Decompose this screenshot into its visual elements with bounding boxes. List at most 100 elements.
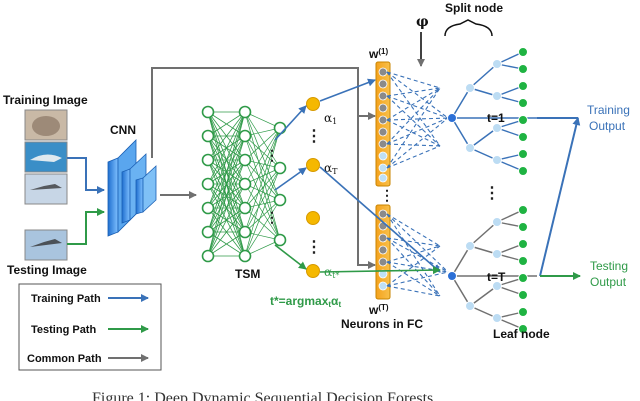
tsm-network: ⋮⋮ (201, 105, 287, 263)
tree-edge (451, 87, 471, 119)
testing-output-l2: Output (590, 275, 627, 289)
tsm-edge-1 (207, 207, 246, 257)
split-node (492, 123, 502, 133)
common-path-to-fc-T (357, 116, 376, 269)
tsm-node-hidden (238, 129, 252, 143)
leaf-node (518, 47, 528, 57)
fc-to-split-dashed (386, 87, 441, 145)
t1-label: t=1 (487, 111, 505, 125)
training-output-l1: Training (587, 103, 630, 117)
leaf-node (518, 81, 528, 91)
tsm-edge-2 (244, 127, 281, 209)
tsm-node-input (201, 201, 215, 215)
tsm-edge-2 (244, 127, 281, 233)
alpha-tstar-to-tree (319, 266, 441, 275)
common-path-to-fc (151, 67, 376, 158)
tree-edge (451, 275, 471, 307)
split-node-root (447, 271, 457, 281)
legend-common-label: Common Path (27, 353, 102, 365)
cnn-layer-2 (121, 168, 131, 224)
tsm-dots-2: ⋮ (265, 209, 279, 225)
tree-edge (469, 127, 498, 149)
tsm-edge-2 (244, 167, 281, 257)
leaf-node (518, 205, 528, 215)
tsm-edge-1 (207, 111, 246, 185)
split-node (492, 91, 502, 101)
tsm-edge-2 (244, 127, 281, 257)
testing-image-arrow (67, 208, 105, 245)
tsm-edge-1 (207, 111, 246, 209)
leaf-node-label: Leaf node (493, 327, 550, 341)
fc-neuron (378, 209, 388, 219)
split-node (465, 143, 475, 153)
fc-neuron (378, 139, 388, 149)
tsm-edge-1 (207, 183, 246, 257)
split-node-brace (444, 19, 493, 37)
split-node-label: Split node (445, 1, 503, 15)
fc-to-split-dashed (386, 237, 441, 297)
tT-label: t=T (487, 270, 506, 284)
fc-to-split-dashed (386, 271, 449, 287)
fc-to-split-dashed (386, 143, 441, 147)
alpha-1-node (306, 97, 320, 111)
alpha-nodes: ⋮ ⋮ (306, 97, 322, 278)
tree-edge (451, 245, 471, 277)
leaf-node (518, 64, 528, 74)
training-images (24, 109, 68, 205)
shark-shape (30, 154, 62, 162)
tree-dots: ⋮ (484, 185, 500, 202)
fc-neuron (378, 163, 388, 173)
training-output-l2: Output (589, 119, 626, 133)
alpha-extra-node (306, 211, 320, 225)
tsm-node-hidden (238, 249, 252, 263)
testing-image (24, 229, 68, 261)
leaf-node (518, 290, 528, 300)
tree-edge (451, 117, 471, 149)
tsm-edge-2 (244, 111, 281, 129)
fc-neuron (378, 127, 388, 137)
fc-to-split-dashed (386, 71, 449, 119)
split-node (492, 155, 502, 165)
wT-label: w(T) (368, 303, 389, 317)
tsm-node-input (201, 105, 215, 119)
alpha-tstar-node (306, 264, 320, 278)
fc-to-split-dashed (386, 87, 441, 169)
fc-neuron (378, 257, 388, 267)
legend: Training Path Testing Path Common Path (18, 283, 162, 371)
alpha-dots-2: ⋮ (306, 239, 322, 256)
fc-to-split-dashed (386, 145, 441, 169)
tsm-edge-2 (244, 127, 281, 161)
fc-dots: ⋮ (380, 187, 394, 203)
cnn-label: CNN (110, 123, 136, 137)
fc-to-split-dashed (386, 117, 449, 169)
tree-edge (469, 285, 498, 307)
fc-to-split-dashed (386, 95, 441, 147)
fc-neuron (378, 173, 388, 183)
training-image-arrow (67, 157, 105, 194)
cat-face (32, 116, 60, 136)
tsm-edge-1 (207, 231, 246, 257)
fc-to-split-dashed (386, 213, 441, 247)
w1-label: w(1) (368, 47, 388, 61)
tsm-edge-1 (207, 111, 246, 233)
fc-neuron (378, 67, 388, 77)
phi-symbol: φ (416, 14, 429, 30)
tsm-node-output (273, 161, 287, 175)
tsm-node-input (201, 153, 215, 167)
tsm-node-output (273, 121, 287, 135)
alpha-T-node (306, 158, 320, 172)
tsm-node-input (201, 249, 215, 263)
split-node (492, 59, 502, 69)
tree-T-to-training-output (539, 117, 581, 277)
tsm-node-input (201, 129, 215, 143)
alpha-1-to-fc (319, 78, 376, 102)
tsm-dots-1: ⋮ (265, 147, 279, 163)
fc-neuron (378, 79, 388, 89)
leaf-node (518, 324, 528, 334)
leaf-node (518, 222, 528, 232)
training-image-label: Training Image (3, 93, 88, 107)
fc-to-split-dashed (386, 117, 449, 145)
tsm-to-alpha-tstar (274, 244, 307, 270)
fc-to-split-dashed (386, 285, 441, 297)
